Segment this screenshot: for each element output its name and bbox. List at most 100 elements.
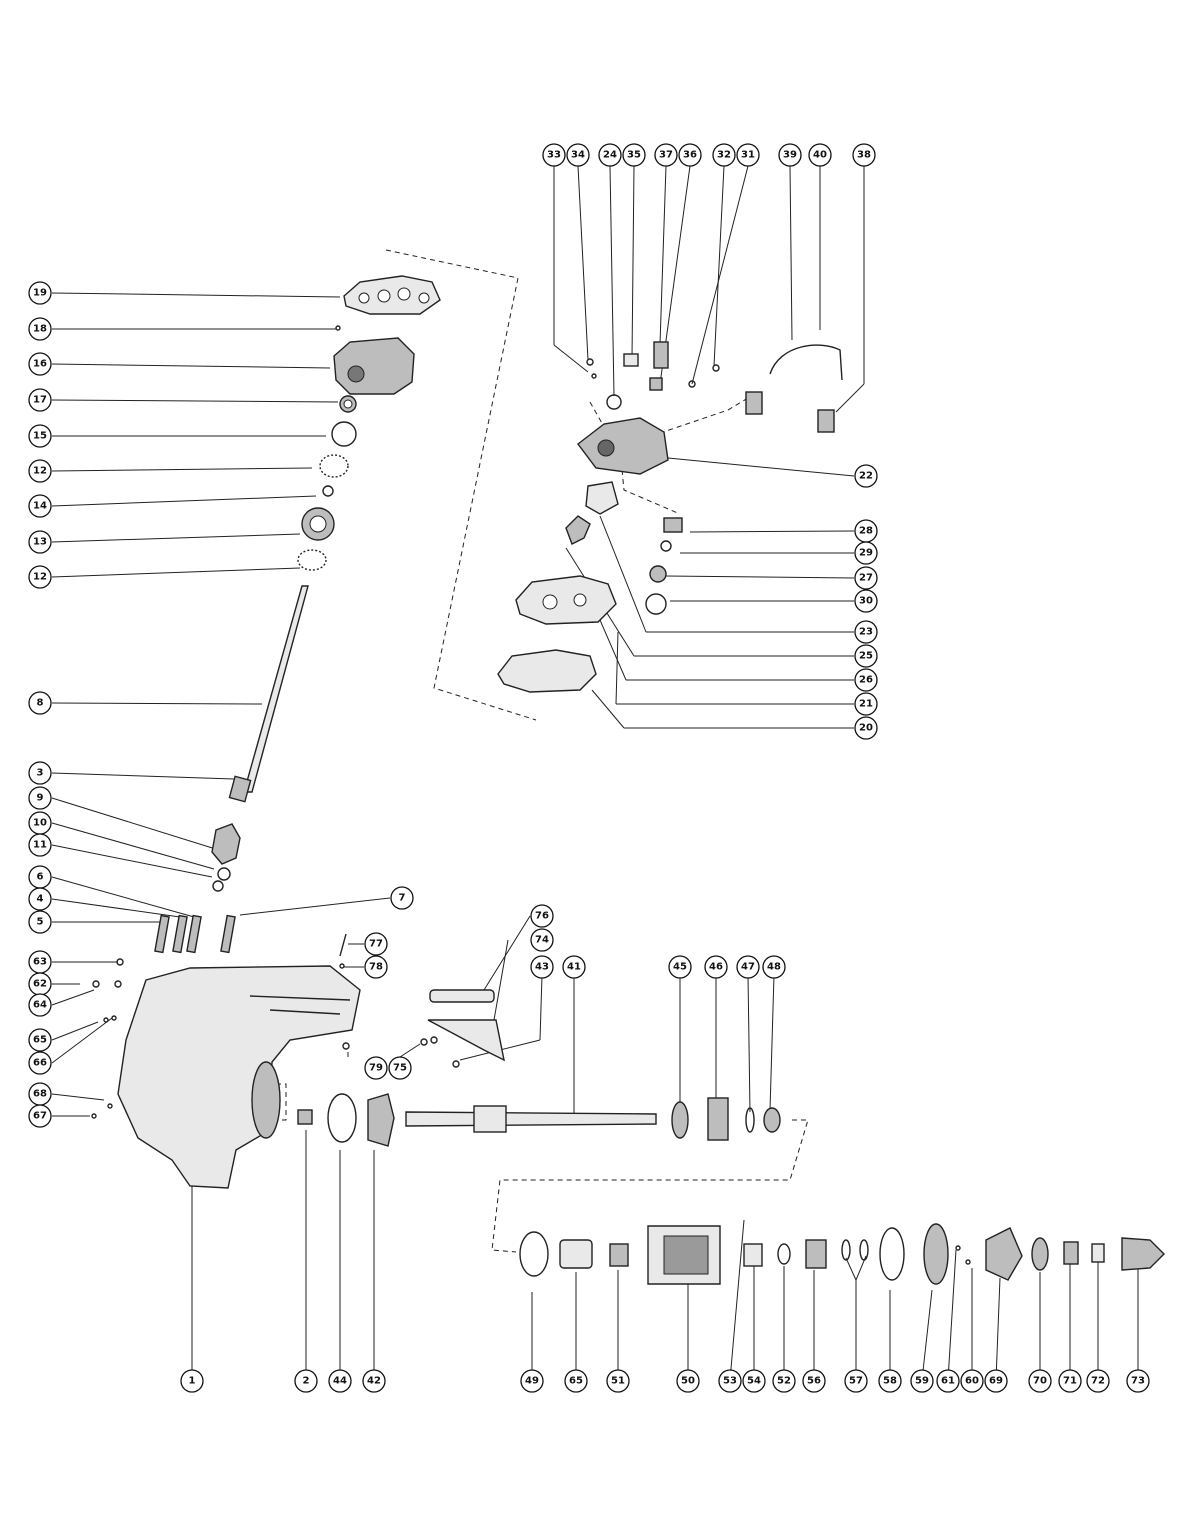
callout-15: 15	[28, 424, 52, 448]
svg-text:73: 73	[1131, 1376, 1145, 1387]
svg-text:12: 12	[33, 572, 47, 583]
svg-text:10: 10	[33, 818, 47, 829]
svg-text:60: 60	[965, 1376, 979, 1387]
callout-69: 69	[984, 1369, 1008, 1393]
callout-63: 63	[28, 950, 52, 974]
svg-text:24: 24	[603, 150, 617, 161]
svg-text:64: 64	[33, 1000, 47, 1011]
callout-43: 43	[530, 955, 554, 979]
callout-68: 68	[28, 1082, 52, 1106]
svg-text:42: 42	[367, 1376, 381, 1387]
callout-78: 78	[364, 955, 388, 979]
callout-19: 19	[28, 281, 52, 305]
svg-text:50: 50	[681, 1376, 695, 1387]
callout-70: 70	[1028, 1369, 1052, 1393]
svg-text:44: 44	[333, 1376, 347, 1387]
callout-79: 79	[364, 1056, 388, 1080]
assembly-lines	[276, 249, 809, 1253]
svg-text:12: 12	[33, 466, 47, 477]
parts	[91, 275, 1165, 1285]
callout-44: 44	[328, 1369, 352, 1393]
svg-text:35: 35	[627, 150, 641, 161]
callout-64: 64	[28, 993, 52, 1017]
svg-text:66: 66	[33, 1058, 47, 1069]
svg-text:75: 75	[393, 1063, 407, 1074]
svg-text:22: 22	[859, 471, 873, 482]
svg-text:14: 14	[33, 501, 47, 512]
callout-31: 31	[736, 143, 760, 167]
callout-45: 45	[668, 955, 692, 979]
svg-text:68: 68	[33, 1089, 47, 1100]
callout-71: 71	[1058, 1369, 1082, 1393]
svg-text:47: 47	[741, 962, 755, 973]
callout-21: 21	[854, 692, 878, 716]
callout-29: 29	[854, 541, 878, 565]
svg-text:65: 65	[33, 1035, 47, 1046]
callouts-right: 22 28 29 27 30 23 25 26 21 20	[854, 464, 878, 740]
svg-text:11: 11	[33, 840, 47, 851]
callout-3: 3	[28, 761, 52, 785]
svg-text:62: 62	[33, 979, 47, 990]
callout-58: 58	[878, 1369, 902, 1393]
callouts-bottom: 1 2 44 42 49 65 51 50 53 54 52 56 57 58 …	[180, 1369, 1150, 1393]
svg-text:25: 25	[859, 651, 873, 662]
svg-text:4: 4	[37, 894, 44, 905]
callout-34: 34	[566, 143, 590, 167]
svg-text:71: 71	[1063, 1376, 1077, 1387]
callout-52: 52	[772, 1369, 796, 1393]
callout-41: 41	[562, 955, 586, 979]
callout-10: 10	[28, 811, 52, 835]
svg-text:36: 36	[683, 150, 697, 161]
svg-text:7: 7	[399, 893, 406, 904]
svg-text:37: 37	[659, 150, 673, 161]
svg-text:58: 58	[883, 1376, 897, 1387]
callout-56: 56	[802, 1369, 826, 1393]
callout-5: 5	[28, 910, 52, 934]
svg-text:52: 52	[777, 1376, 791, 1387]
callout-9: 9	[28, 786, 52, 810]
svg-text:61: 61	[941, 1376, 955, 1387]
callout-54: 54	[742, 1369, 766, 1393]
svg-text:34: 34	[571, 150, 585, 161]
callout-33: 33	[542, 143, 566, 167]
svg-text:77: 77	[369, 939, 383, 950]
callout-2: 2	[294, 1369, 318, 1393]
callout-38: 38	[852, 143, 876, 167]
svg-text:30: 30	[859, 596, 873, 607]
svg-text:43: 43	[535, 962, 549, 973]
callout-25: 25	[854, 644, 878, 668]
callout-65-left: 65	[28, 1028, 52, 1052]
callout-49: 49	[520, 1369, 544, 1393]
callout-23: 23	[854, 620, 878, 644]
svg-text:19: 19	[33, 288, 47, 299]
callout-65-bottom: 65	[564, 1369, 588, 1393]
callout-11: 11	[28, 833, 52, 857]
svg-text:16: 16	[33, 359, 47, 370]
svg-text:74: 74	[535, 935, 549, 946]
callout-18: 18	[28, 317, 52, 341]
callouts-left: 19 18 16 17 15 12 14 13 12 8 3 9 10 11 6…	[28, 281, 414, 1128]
callout-8: 8	[28, 691, 52, 715]
callout-57: 57	[844, 1369, 868, 1393]
svg-text:72: 72	[1091, 1376, 1105, 1387]
callout-40: 40	[808, 143, 832, 167]
svg-text:9: 9	[37, 793, 44, 804]
svg-text:56: 56	[807, 1376, 821, 1387]
svg-text:53: 53	[723, 1376, 737, 1387]
callout-62: 62	[28, 972, 52, 996]
svg-text:49: 49	[525, 1376, 539, 1387]
svg-text:48: 48	[767, 962, 781, 973]
svg-text:65: 65	[569, 1376, 583, 1387]
callout-72: 72	[1086, 1369, 1110, 1393]
svg-text:79: 79	[369, 1063, 383, 1074]
callout-24: 24	[598, 143, 622, 167]
svg-text:63: 63	[33, 957, 47, 968]
svg-text:20: 20	[859, 723, 873, 734]
callout-32: 32	[712, 143, 736, 167]
callout-28: 28	[854, 519, 878, 543]
callout-60: 60	[960, 1369, 984, 1393]
callout-48: 48	[762, 955, 786, 979]
callout-61: 61	[936, 1369, 960, 1393]
svg-text:13: 13	[33, 537, 47, 548]
svg-text:41: 41	[567, 962, 581, 973]
